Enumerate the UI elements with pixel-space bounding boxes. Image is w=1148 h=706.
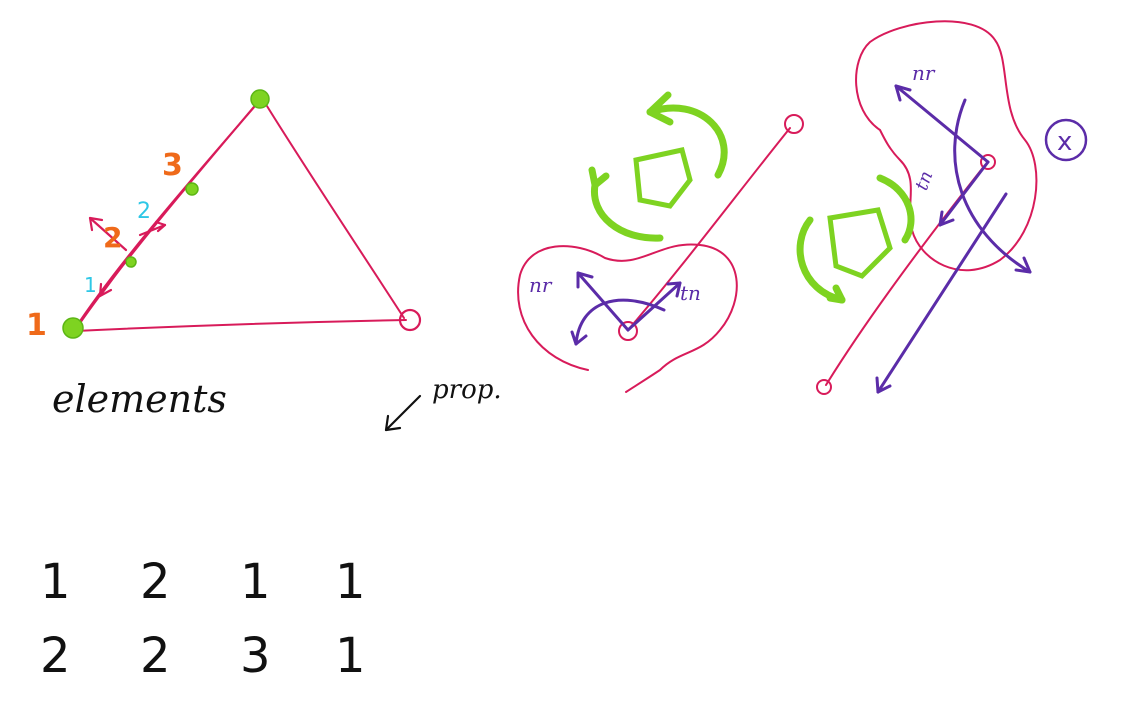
middle-line-start-circle [618,321,638,341]
green-nodes [62,89,270,339]
triangle-edge-right [261,97,405,319]
normal-vector [576,271,630,332]
elements-label: elements [52,377,227,421]
table-cell: 1 [40,554,71,610]
rotated-square-right [827,207,893,279]
local-number-2: 2 [137,199,151,224]
triangle-edge-left-double [77,101,259,327]
triangle-edge-bottom [75,319,407,332]
rotation-arc-lower [590,181,664,242]
middle-line-end-circle [784,114,804,134]
rotation-arc-right [876,174,915,244]
rotation-arc [574,298,666,346]
tangent-label-right: tn [911,168,937,193]
prop-label: prop. [432,375,502,405]
node-top-dot [250,89,270,109]
right-blob [855,20,1038,272]
triangle-element [73,97,422,332]
right-line-start-circle [816,379,832,395]
normal-label-right: nr [912,61,936,85]
node-number-2: 2 [103,221,122,254]
middle-line [627,127,791,331]
tangent-vector-right [938,160,990,227]
right-green-rotation [796,174,915,304]
svg-text:x: x [1057,127,1072,157]
local-number-1: 1 [84,273,97,297]
connectivity-table: 1 2 1 1 2 2 3 1 [40,554,366,684]
node-number-3: 3 [162,148,183,183]
rotated-square [633,147,693,209]
table-cell: 1 [335,554,366,610]
table-cell: 1 [335,628,366,684]
right-purple-vectors [875,84,1032,394]
rotation-arc-upper [646,104,728,179]
tangent-label-middle: tn [680,281,701,305]
table-cell: 1 [240,554,271,610]
node-3-dot [185,182,199,196]
prop-arrow [384,394,422,432]
right-line-end-circle [980,154,996,170]
node-open-circle [398,308,422,332]
circled-x-symbol: x [1044,118,1088,162]
middle-blob [517,243,738,393]
node-1-dot [62,317,84,339]
table-cell: 2 [140,554,171,610]
middle-line-element [517,114,804,393]
table-cell: 2 [40,628,71,684]
table-cell: 2 [140,628,171,684]
node-number-1: 1 [26,308,47,343]
middle-purple-vectors [570,271,682,346]
normal-label-middle: nr [529,273,553,297]
edge-tangent-arrows [88,216,167,298]
table-cell: 3 [240,628,271,684]
curved-arrow-right [953,98,1032,274]
normal-vector-right [894,84,990,164]
middle-green-rotation [588,91,728,242]
long-vector-right [876,192,1008,394]
node-2-dot [125,256,137,268]
